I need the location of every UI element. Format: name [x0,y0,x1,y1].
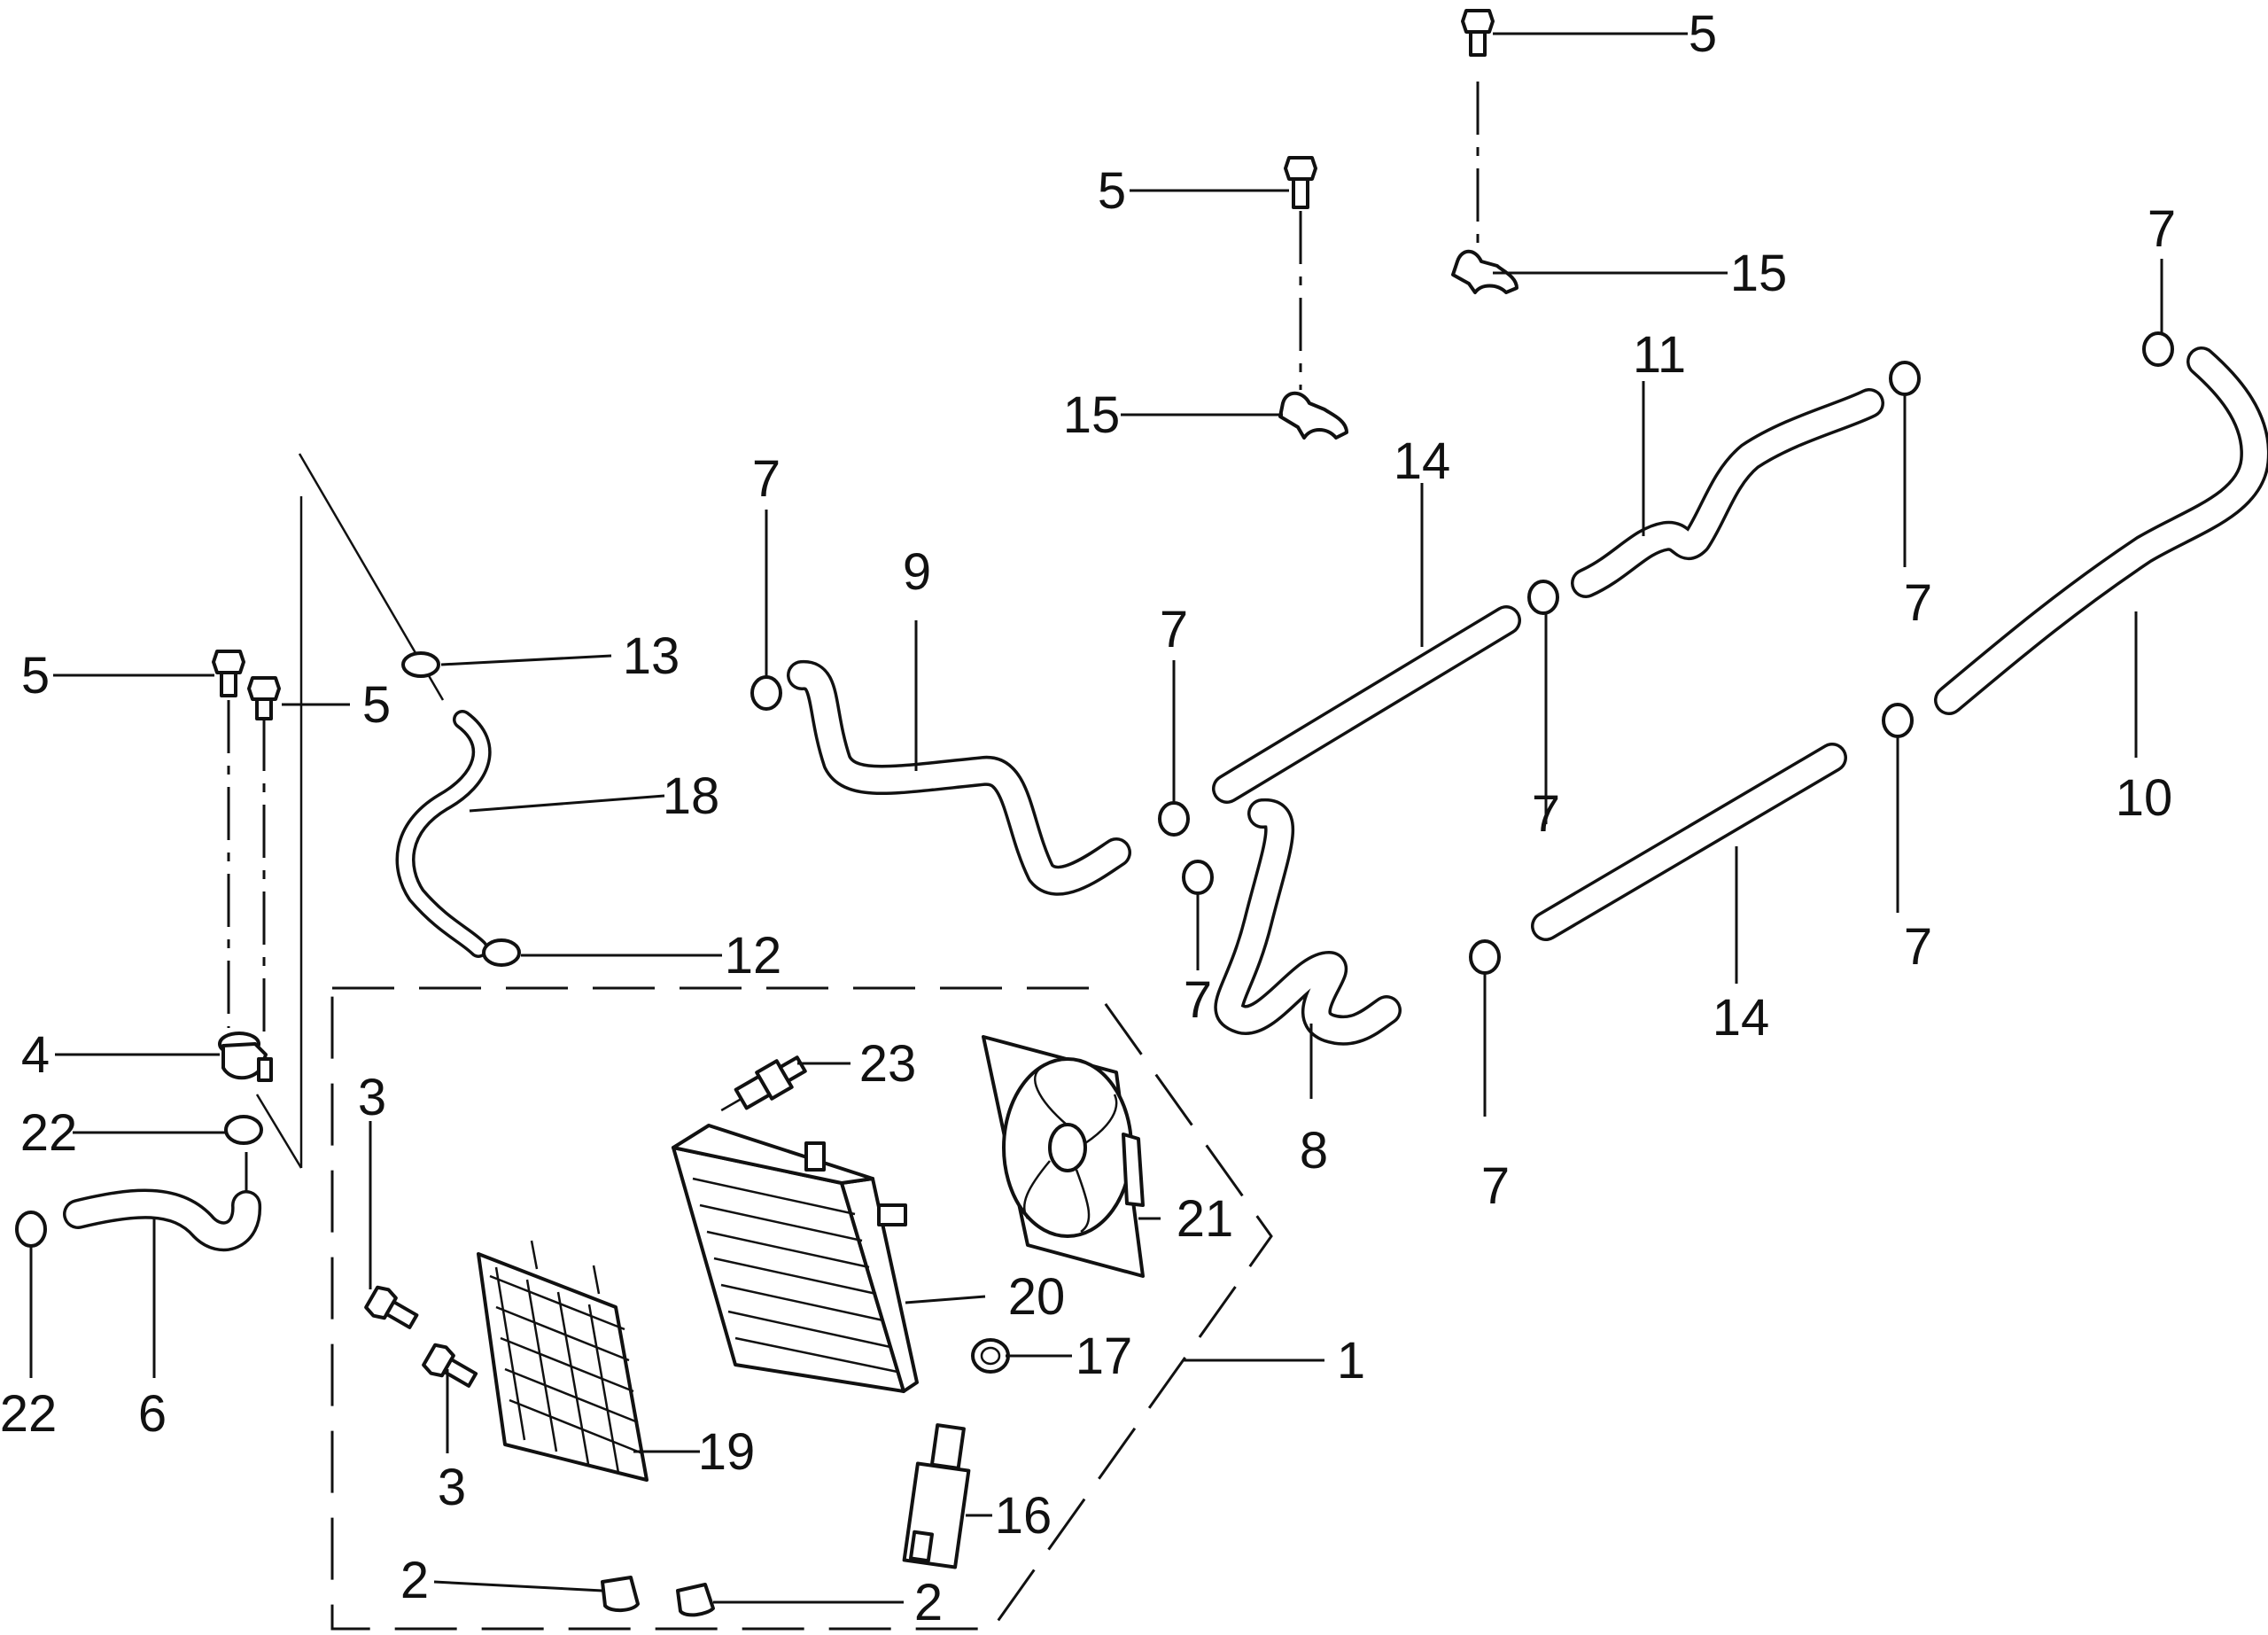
clamp-13 [401,651,440,678]
clamp-7-c [1182,860,1214,895]
clamp-7-g [1882,703,1914,738]
cap-2-right [676,1583,715,1617]
callout-15: 15 [1730,245,1788,302]
callout-7: 7 [1184,971,1212,1029]
bolt-3-upper [364,1285,419,1329]
radiator-assembly-group-outline [330,986,1273,1631]
caps-2 [601,1576,715,1617]
hose-18 [395,710,492,958]
pipe-14-upper [1212,605,1521,804]
fan-relay-16 [902,1423,971,1569]
callout-7: 7 [1160,601,1188,658]
callout-8: 8 [1300,1122,1328,1180]
hose-10 [1934,346,2268,715]
callout-10: 10 [2116,769,2173,827]
bolt-5-left-b [247,676,281,720]
callout-18: 18 [663,767,720,825]
clamp-7-b [1158,801,1190,837]
grille-19 [477,1240,649,1482]
bracket-15-top [1451,249,1518,294]
temp-sensor-23 [720,1055,807,1112]
callout-labels: 5 5 15 15 7 11 14 7 9 7 7 7 10 7 7 14 8 … [0,5,2176,1631]
callout-7: 7 [752,450,781,508]
callout-7: 7 [1481,1157,1510,1215]
clamp-7-a [750,675,782,711]
clamp-22-b [15,1211,47,1248]
hose-8 [1214,798,1402,1046]
callout-11: 11 [1633,326,1686,384]
callout-7: 7 [1532,785,1560,843]
clamp-7-e [1889,361,1921,396]
bolt-3-lower [422,1343,478,1388]
callout-22: 22 [0,1385,57,1443]
callout-14: 14 [1394,432,1451,490]
callout-13: 13 [623,627,680,685]
bolt-5-mid [1284,156,1317,209]
callout-22: 22 [20,1104,78,1162]
bolt-5-left-a [212,650,245,697]
bolt-5-top [1461,9,1495,57]
clamp-12 [482,938,521,967]
callout-15: 15 [1063,386,1121,444]
callout-19: 19 [698,1423,756,1481]
grommet-17 [971,1338,1010,1374]
filler-neck-4 [218,1032,273,1082]
callout-16: 16 [995,1487,1052,1545]
clamp-22-a [224,1115,263,1145]
radiator-fins [692,1177,898,1374]
hose-9 [787,660,1131,896]
callout-6: 6 [138,1385,167,1443]
bolts [212,9,1495,1388]
callout-14: 14 [1713,989,1770,1047]
bracket-15-mid [1278,391,1348,440]
callout-2: 2 [400,1552,429,1609]
callout-5: 5 [21,647,50,705]
clamp-7-d [1527,580,1559,615]
callout-7: 7 [1904,918,1932,976]
callout-17: 17 [1076,1327,1133,1385]
leader-lines [29,32,2163,1604]
callout-5: 5 [362,676,391,734]
callout-7: 7 [1904,574,1932,632]
fan-assembly-21 [982,1035,1145,1278]
callout-12: 12 [725,927,782,985]
callout-5: 5 [1689,5,1717,63]
callout-7: 7 [2148,200,2176,258]
radiator-20 [672,1124,919,1393]
clamp-7-h [1469,939,1501,975]
callout-20: 20 [1008,1268,1066,1326]
callout-23: 23 [859,1035,917,1093]
clamp-7-f [2142,331,2174,367]
hose-6 [63,1188,261,1252]
hose-11 [1571,388,1884,598]
callout-3: 3 [358,1069,386,1126]
callout-3: 3 [438,1459,466,1516]
callout-4: 4 [21,1026,50,1084]
callout-1: 1 [1337,1332,1365,1390]
callout-5: 5 [1098,162,1126,220]
callout-9: 9 [903,543,931,601]
cap-2-left [601,1576,640,1612]
callout-21: 21 [1177,1190,1234,1248]
pipe-14-lower [1531,743,1847,941]
assembly-center-lines [227,82,1480,1205]
callout-2: 2 [914,1574,943,1631]
